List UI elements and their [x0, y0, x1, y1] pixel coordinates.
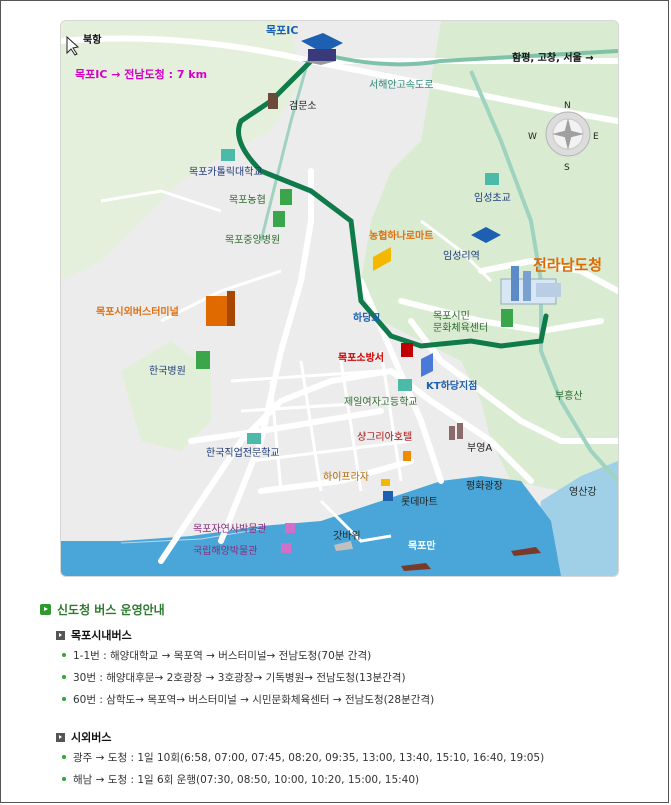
label-maritime-museum: 국립해양박물관	[193, 546, 258, 557]
central-hospital-icon	[273, 211, 285, 227]
bullet-icon	[62, 675, 66, 679]
label-hiplaza: 하이프라자	[323, 472, 369, 483]
direction-label: 함평, 고창, 서울 →	[512, 53, 594, 64]
polytech-icon	[247, 433, 261, 444]
label-hankook-hospital: 한국병원	[149, 366, 186, 377]
sea	[61, 476, 561, 576]
gatbawi-icon	[334, 541, 353, 551]
bus-title-text: 신도청 버스 운영안내	[57, 602, 165, 617]
bullet-icon	[62, 777, 66, 781]
station-icon	[471, 227, 501, 243]
hanaro-mart-icon	[373, 247, 391, 271]
label-lotte-mart: 롯데마트	[401, 497, 438, 508]
hiplaza-icon	[381, 479, 390, 486]
play-icon	[40, 603, 51, 615]
bus-terminal-icon	[206, 291, 235, 326]
city-route: 1-1번 : 해양대학교 → 목포역 → 버스터미널→ 전남도청(70분 간격)	[62, 644, 640, 666]
hankook-hospital-icon	[196, 351, 210, 369]
ic-icon	[301, 33, 343, 65]
compass-n: N	[564, 101, 571, 111]
label-hadanggyo: 하당교	[353, 313, 381, 324]
label-gatbawi: 갓바위	[333, 531, 361, 542]
label-central-hospital: 목포중앙병원	[225, 235, 281, 246]
ship-icon-2	[511, 547, 541, 556]
compass-e: E	[593, 132, 599, 142]
city-bus-title: 목포시내버스	[56, 626, 640, 644]
label-geommunso: 검문소	[289, 101, 317, 112]
bullet-icon	[62, 755, 66, 759]
label-hanaro-mart: 농협하나로마트	[369, 231, 434, 242]
buyoung-icon	[449, 423, 463, 440]
citizen-gym-icon	[501, 309, 513, 327]
city-route: 30번 : 해양대후문→ 2호광장 → 3호광장→ 기독병원→ 전남도청(13분…	[62, 666, 640, 688]
green-area-south	[121, 341, 211, 451]
north-label: 북항	[83, 35, 102, 46]
label-fire-station: 목포소방서	[338, 353, 384, 364]
ship-icon	[401, 563, 431, 571]
checkpoint-icon	[268, 93, 278, 109]
label-provincial-office: 전라남도청	[533, 256, 603, 274]
imseong-school-icon	[485, 173, 499, 185]
compass-s: S	[564, 163, 570, 173]
distance-note: 목포IC → 전남도청 : 7 km	[75, 68, 208, 81]
mokpo-map: 북항 목포IC 목포IC → 전남도청 : 7 km 함평, 고창, 서울 → …	[60, 20, 619, 577]
label-peace-square: 평화광장	[466, 481, 503, 492]
map-graphics	[61, 21, 618, 576]
intercity-route: 해남 → 도청 : 1일 6회 운행(07:30, 08:50, 10:00, …	[62, 768, 640, 790]
school-icon	[221, 149, 235, 161]
route-text: 30번 : 해양대후문→ 2호광장 → 3호광장→ 기독병원→ 전남도청(13분…	[73, 671, 406, 684]
route-text: 1-1번 : 해양대학교 → 목포역 → 버스터미널→ 전남도청(70분 간격)	[73, 649, 372, 662]
label-nonghyup: 목포농협	[229, 195, 266, 206]
compass-w: W	[528, 132, 537, 142]
ic-label: 목포IC	[266, 24, 299, 37]
bullet-icon	[62, 697, 66, 701]
highway-label: 서해안고속도로	[369, 80, 434, 91]
green-area-west	[61, 21, 301, 281]
bullet-icon	[62, 653, 66, 657]
sea-shore-lines	[120, 528, 262, 544]
intercity-bus-title: 시외버스	[56, 728, 640, 746]
maritime-museum-icon	[281, 543, 291, 553]
label-mokpoman: 목포만	[408, 541, 436, 552]
shangrila-icon	[403, 451, 411, 461]
label-catholic-univ: 목포카톨릭대학교	[189, 167, 263, 178]
play-small-icon	[56, 732, 65, 742]
lotte-mart-icon	[383, 491, 393, 501]
label-buheungsan: 부흥산	[555, 391, 583, 402]
label-bus-terminal: 목포시외버스터미널	[96, 307, 179, 318]
city-route: 60번 : 삼학도→ 목포역→ 버스터미널 → 시민문화체육센터 → 전남도청(…	[62, 688, 640, 710]
bus-section-title: 신도청 버스 운영안내	[40, 600, 640, 618]
route-text: 60번 : 삼학도→ 목포역→ 버스터미널 → 시민문화체육센터 → 전남도청(…	[73, 693, 435, 706]
label-citizen-gym: 목포시민 문화체육센터	[433, 311, 489, 334]
provincial-office-icon	[500, 266, 561, 305]
label-jeil-school: 제일여자고등학교	[344, 397, 418, 408]
jeil-school-icon	[398, 379, 412, 391]
label-kt-branch: KT하당지점	[426, 381, 478, 392]
label-shangrila: 샹그리아호텔	[357, 432, 413, 443]
fire-station-icon	[401, 343, 413, 357]
nonghyup-icon	[280, 189, 292, 205]
bus-info: 신도청 버스 운영안내 목포시내버스 1-1번 : 해양대학교 → 목포역 → …	[40, 600, 640, 790]
label-natural-museum: 목포자연사박물관	[193, 524, 267, 535]
label-yeongsangang: 영산강	[569, 487, 597, 498]
cursor-icon	[66, 35, 80, 56]
intercity-route: 광주 → 도청 : 1일 10회(6:58, 07:00, 07:45, 08:…	[62, 746, 640, 768]
label-polytech: 한국직업전문학교	[206, 448, 280, 459]
label-imseongri-station: 임성리역	[443, 251, 480, 262]
play-small-icon	[56, 630, 65, 640]
route-text: 광주 → 도청 : 1일 10회(6:58, 07:00, 07:45, 08:…	[73, 751, 545, 764]
route-line	[236, 58, 549, 349]
route-text: 해남 → 도청 : 1일 6회 운행(07:30, 08:50, 10:00, …	[73, 773, 420, 786]
natural-museum-icon	[285, 523, 295, 533]
kt-icon	[421, 353, 433, 377]
city-bus-title-text: 목포시내버스	[71, 629, 132, 642]
compass	[545, 111, 591, 157]
label-imseong-school: 임성초교	[474, 193, 511, 204]
label-buyoung: 부영A	[467, 443, 493, 454]
intercity-bus-title-text: 시외버스	[71, 731, 112, 744]
